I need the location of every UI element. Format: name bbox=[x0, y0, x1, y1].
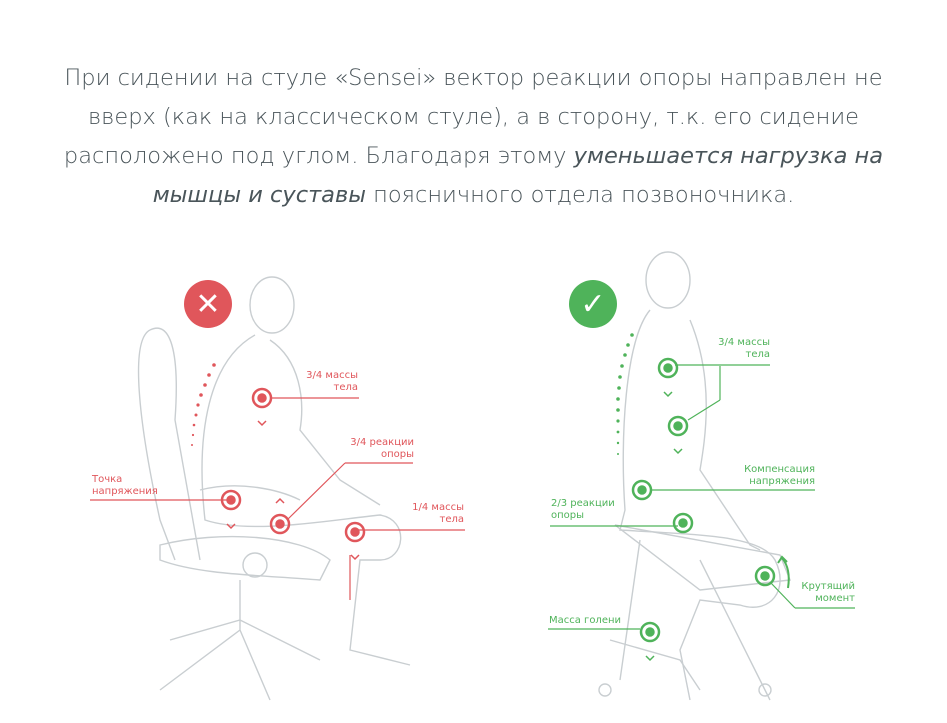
spine-dots-green bbox=[616, 333, 634, 455]
cross-icon: ✕ bbox=[184, 280, 232, 328]
marker-tension bbox=[220, 489, 242, 511]
classic-force-markers bbox=[220, 387, 366, 561]
marker-body-mass bbox=[251, 387, 273, 409]
marker-leg-mass bbox=[344, 521, 366, 543]
intro-text: При сидении на стуле «Sensei» вектор реа… bbox=[63, 64, 884, 208]
sensei-chair-figure bbox=[598, 251, 791, 701]
torque-arrow-icon bbox=[777, 555, 790, 589]
classic-chair-figure bbox=[137, 276, 411, 701]
label-shin-mass: Масса голени bbox=[549, 615, 622, 626]
spine-dots-red bbox=[191, 363, 216, 446]
sensei-force-markers bbox=[631, 357, 790, 662]
intro-emphasis: уменьшается нагрузка на мышцы и суставы bbox=[152, 142, 884, 208]
check-icon: ✓ bbox=[569, 280, 617, 328]
sensei-leader-lines bbox=[548, 364, 855, 630]
classic-leader-lines bbox=[90, 397, 465, 600]
marker-support bbox=[269, 513, 291, 535]
